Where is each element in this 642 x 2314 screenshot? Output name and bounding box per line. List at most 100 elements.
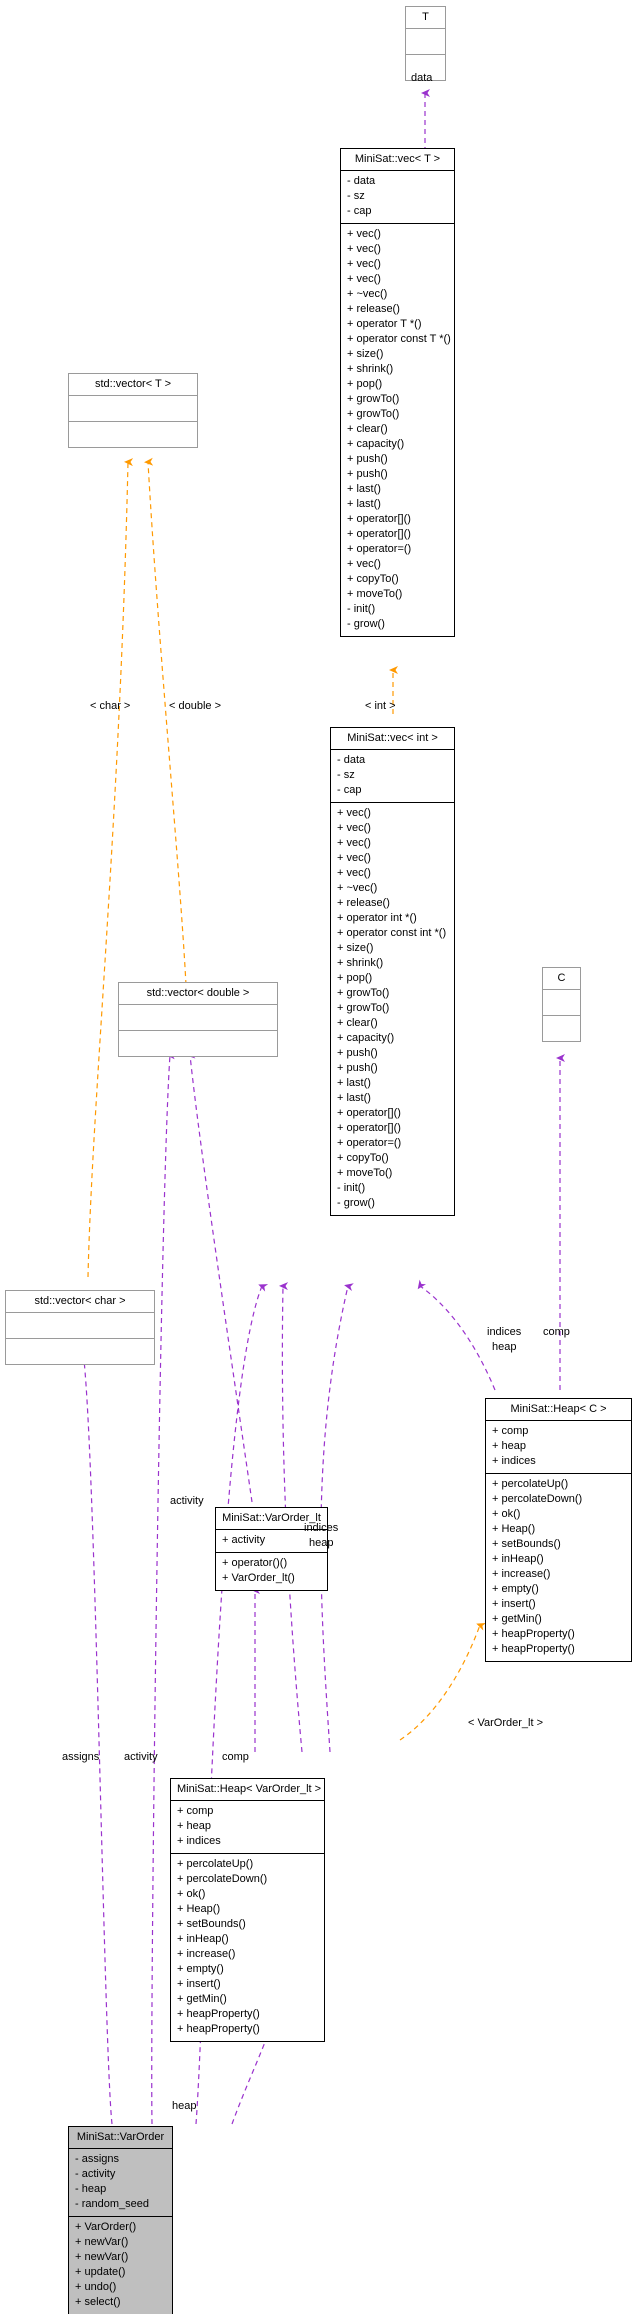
member-row: + ~vec() — [347, 288, 388, 300]
node-t-param[interactable]: T — [405, 6, 446, 81]
edge-label-heap-center: heap — [309, 1537, 334, 1549]
member-row: + pop() — [347, 378, 383, 390]
node-std-vector-double[interactable]: std::vector< double > — [118, 982, 278, 1057]
member-row: + operator[]() — [347, 513, 411, 525]
node-attributes-c — [543, 990, 580, 1015]
node-methods-vector-double — [119, 1031, 277, 1056]
member-row: + operator()() — [222, 1557, 288, 1569]
member-row: + heap — [492, 1440, 526, 1452]
member-row: + update() — [75, 2266, 126, 2278]
member-row: + operator[]() — [347, 528, 411, 540]
member-row: + operator=() — [347, 543, 412, 555]
member-row: + operator[]() — [337, 1122, 401, 1134]
member-row: + clear() — [347, 423, 388, 435]
edge-label-activity-mid: activity — [170, 1495, 204, 1507]
member-row: + indices — [492, 1455, 536, 1467]
member-row: + select() — [75, 2296, 121, 2308]
member-row: + ~vec() — [337, 882, 378, 894]
divider — [69, 2148, 172, 2149]
node-std-vector-t[interactable]: std::vector< T > — [68, 373, 198, 448]
edge-label-indices-center: indices — [304, 1522, 339, 1534]
member-row: + operator=() — [337, 1137, 402, 1149]
member-row: + copyTo() — [347, 573, 399, 585]
member-row: + getMin() — [177, 1993, 227, 2005]
member-row: + percolateUp() — [177, 1858, 254, 1870]
member-row: + operator int *() — [337, 912, 417, 924]
node-title-varorder: MiniSat::VarOrder — [76, 2131, 165, 2143]
edge-label-comp-bottom: comp — [222, 1751, 249, 1763]
node-std-vector-char[interactable]: std::vector< char > — [5, 1290, 155, 1365]
member-row: + last() — [337, 1077, 371, 1089]
node-methods-varorder-lt: + operator()()+ VarOrder_lt() — [216, 1553, 327, 1590]
divider — [216, 1552, 327, 1553]
member-row: + last() — [347, 483, 381, 495]
member-row: + ok() — [492, 1508, 521, 1520]
member-row: + shrink() — [347, 363, 394, 375]
member-row: + insert() — [177, 1978, 221, 1990]
member-row: + size() — [337, 942, 374, 954]
node-methods-heap-c: + percolateUp()+ percolateDown()+ ok()+ … — [486, 1474, 631, 1661]
node-minisat-varorder[interactable]: MiniSat::VarOrder - assigns- activity- h… — [68, 2126, 173, 2314]
member-row: + clear() — [337, 1017, 378, 1029]
member-row: - grow() — [347, 618, 385, 630]
divider — [6, 1338, 154, 1339]
member-row: + heapProperty() — [492, 1628, 575, 1640]
edge-label-comp-right: comp — [543, 1326, 570, 1338]
member-row: - activity — [75, 2168, 116, 2180]
node-title-vector-char: std::vector< char > — [34, 1295, 126, 1307]
divider — [543, 989, 580, 990]
member-row: - cap — [337, 784, 362, 796]
member-row: + empty() — [492, 1583, 539, 1595]
node-minisat-heap-c[interactable]: MiniSat::Heap< C > + comp+ heap+ indices… — [485, 1398, 632, 1662]
node-minisat-vec-t[interactable]: MiniSat::vec< T > - data- sz- cap + vec(… — [340, 148, 455, 637]
divider — [119, 1030, 277, 1031]
member-row: + vec() — [347, 228, 381, 240]
node-title-vec-int: MiniSat::vec< int > — [347, 732, 438, 744]
divider — [486, 1473, 631, 1474]
member-row: + pop() — [337, 972, 373, 984]
member-row: + growTo() — [347, 408, 400, 420]
member-row: + Heap() — [492, 1523, 536, 1535]
member-row: + copyTo() — [337, 1152, 389, 1164]
node-attributes-t — [406, 29, 445, 54]
node-methods-c — [543, 1016, 580, 1041]
member-row: + operator const T *() — [347, 333, 451, 345]
member-row: + push() — [347, 453, 388, 465]
member-row: + vec() — [347, 258, 381, 270]
node-minisat-varorder-lt[interactable]: MiniSat::VarOrder_lt + activity + operat… — [215, 1507, 328, 1591]
divider — [69, 421, 197, 422]
member-row: - data — [337, 754, 366, 766]
node-title-heap-varorder-lt: MiniSat::Heap< VarOrder_lt > — [177, 1783, 322, 1795]
member-row: + moveTo() — [347, 588, 403, 600]
member-row: + vec() — [347, 273, 381, 285]
node-attributes-heap-c: + comp+ heap+ indices — [486, 1421, 631, 1473]
member-row: + VarOrder() — [75, 2221, 137, 2233]
node-methods-vec-t: + vec()+ vec()+ vec()+ vec()+ ~vec()+ re… — [341, 224, 454, 636]
node-minisat-vec-int[interactable]: MiniSat::vec< int > - data- sz- cap + ve… — [330, 727, 455, 1216]
member-row: + vec() — [337, 852, 371, 864]
member-row: - grow() — [337, 1197, 375, 1209]
node-title-vector-t: std::vector< T > — [94, 378, 172, 390]
node-attributes-varorder-lt: + activity — [216, 1530, 327, 1552]
node-c-param[interactable]: C — [542, 967, 581, 1042]
node-methods-varorder: + VarOrder()+ newVar()+ newVar()+ update… — [69, 2217, 172, 2314]
divider — [216, 1529, 327, 1530]
divider — [331, 802, 454, 803]
member-row: + setBounds() — [177, 1918, 246, 1930]
member-row: - init() — [337, 1182, 366, 1194]
member-row: + heapProperty() — [177, 2023, 260, 2035]
node-minisat-heap-varorder-lt[interactable]: MiniSat::Heap< VarOrder_lt > + comp+ hea… — [170, 1778, 325, 2042]
member-row: + insert() — [492, 1598, 536, 1610]
member-row: + Heap() — [177, 1903, 221, 1915]
divider — [171, 1853, 324, 1854]
member-row: + growTo() — [337, 987, 390, 999]
node-methods-heap-varorder-lt: + percolateUp()+ percolateDown()+ ok()+ … — [171, 1854, 324, 2041]
member-row: + increase() — [177, 1948, 236, 1960]
member-row: - init() — [347, 603, 376, 615]
member-row: + push() — [347, 468, 388, 480]
divider — [543, 1015, 580, 1016]
edge-label-varorder-lt-template: < VarOrder_lt > — [468, 1717, 543, 1729]
member-row: + ok() — [177, 1888, 206, 1900]
divider — [341, 170, 454, 171]
